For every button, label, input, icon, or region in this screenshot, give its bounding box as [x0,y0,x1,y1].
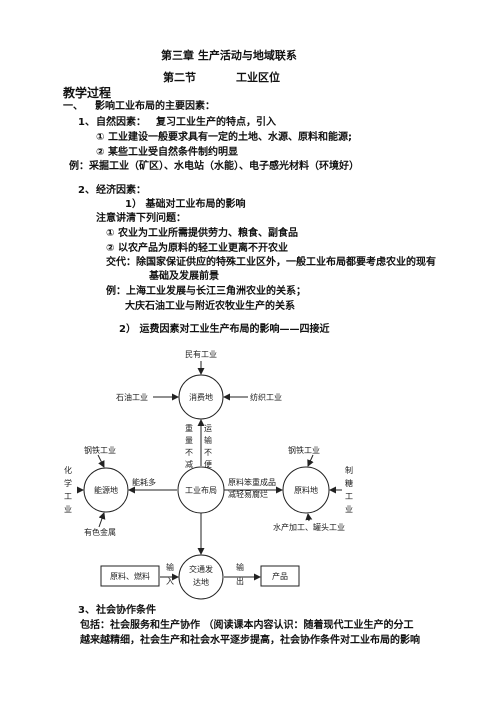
arrow-steel-to-energy [97,454,105,468]
label-steel-right: 钢铁工业 [288,445,320,455]
label-chem-4: 业 [64,504,72,514]
teaching-process-heading: 教学过程 [63,86,112,100]
label-raw-fuel: 原料、燃料 [110,571,150,581]
label-textile: 纺织工业 [250,392,282,402]
transport-node [178,554,224,600]
label-sugar-4: 业 [345,504,353,514]
label-steel-left: 钢铁工业 [84,445,116,455]
item-1-number: 1、 [78,117,95,128]
item-1-note: 复习工业生产的特点，引入 [156,117,276,128]
item-2-number: 2、 [78,185,95,196]
item-1-title: 自然因素： [96,117,146,128]
label-transport-4: 便 [204,459,212,469]
item-2-note: 注意讲清下列问题： [96,213,186,224]
label-output-2: 出 [236,576,244,586]
label-raw-line-1: 原料笨重成品 [228,477,276,487]
item-2-point-a: ① 农业为工业所需提供劳力、粮食、副食品 [106,228,298,239]
label-layout: 工业布局 [185,485,217,495]
item-3-line-2: 越来越精细，社会生产和社会水平逐步提高，社会协作条件对工业布局的影响 [80,635,420,646]
label-sugar-1: 制 [345,465,353,475]
label-weight-1: 重 [185,423,193,433]
label-weight-3: 不 [185,448,193,457]
label-nonferrous: 有色金属 [84,527,116,537]
part-1-title: 影响工业布局的主要因素： [95,101,215,112]
item-2-explain-line-2: 基础及发展前景 [149,271,219,282]
raw-fuel-box [100,565,160,587]
item-2-sub-2: 2） 运费因素对工业生产布局的影响——四接近 [119,324,330,335]
item-2-example-2: 大庆石油工业与附近农牧业生产的关系 [125,301,295,312]
label-consumer: 消费地 [189,392,213,402]
label-product: 产品 [272,571,288,581]
item-2-title: 经济因素： [96,185,146,196]
item-3-line-1: 包括：社会服务和生产协作 （阅读课本内容认识：随着现代工业生产的分工 [80,620,414,631]
section-number: 第二节 [163,71,196,84]
arrow-aquatic-to-raw [305,513,313,522]
label-energy: 能源地 [94,485,118,495]
label-chem-2: 学 [64,478,72,488]
arrow-metal-to-energy [98,512,106,528]
label-weight-4: 减 [185,459,193,469]
label-transport-3: 不 [204,448,212,457]
label-chem-1: 化 [64,465,72,475]
product-box [260,565,300,587]
part-1-number: 一、 [63,101,83,112]
label-sugar-2: 糖 [345,478,353,488]
label-sugar-3: 工 [345,492,353,501]
section-title: 工业区位 [236,71,280,84]
label-transport-1: 运 [204,424,212,433]
label-output-1: 输 [236,562,244,572]
label-chem-3: 工 [64,492,72,501]
label-raw-line-2: 减轻易腐烂 [228,489,268,499]
item-1-point-a: ① 工业建设一般要求具有一定的土地、水源、原料和能源; [96,132,352,143]
label-oil: 石油工业 [116,392,148,402]
label-transport-line-1: 交通发 [189,564,213,574]
item-3-number: 3、 [78,605,95,616]
label-energy-use: 能耗多 [132,477,156,487]
chapter-title: 第三章 生产活动与地域联系 [161,49,297,62]
item-2-explain-line-1: 交代：除国家保证供应的特殊工业区外，一般工业布局都要考虑农业的现有 [106,257,436,268]
label-raw: 原料地 [294,485,318,495]
item-3-title: 社会协作条件 [96,605,156,616]
label-aquatic: 水产加工、罐头工业 [273,522,345,532]
item-2-point-b: ② 以农产品为原料的轻工业更离不开农业 [106,243,288,254]
label-input-1: 输 [166,562,174,572]
label-weight-2: 量 [185,436,193,445]
item-2-sub-1: 1） 基础对工业布局的影响 [125,199,246,210]
label-transport-2: 输 [204,435,212,445]
label-transport-line-2: 达地 [193,577,209,587]
arrow-steel-to-raw [307,454,314,467]
item-1-point-b: ② 某些工业受自然条件制约明显 [96,147,238,158]
item-1-example: 例：采掘工业（矿区）、水电站（水能）、电子感光材料（环境好） [69,161,359,172]
item-2-example-1: 例：上海工业发展与长江三角洲农业的关系； [106,286,306,297]
label-top: 民有工业 [185,349,217,359]
label-input-2: 入 [166,577,174,586]
